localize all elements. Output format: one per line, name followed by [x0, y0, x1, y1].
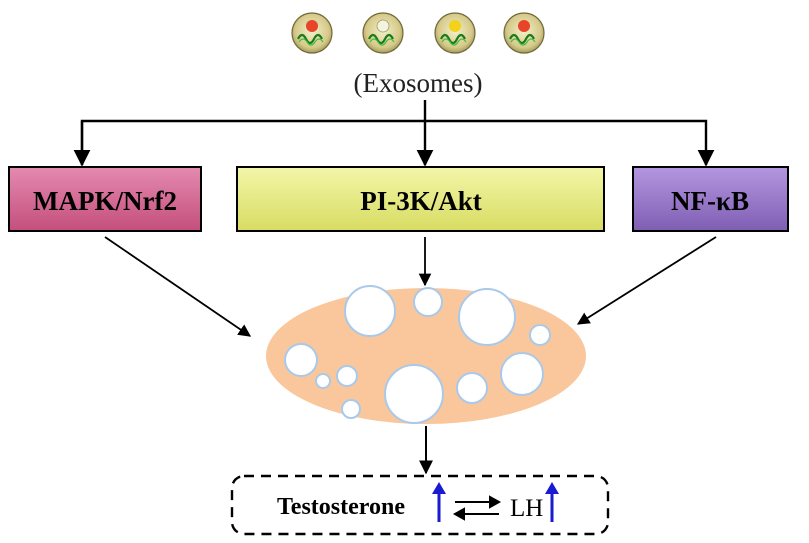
- pathway-to-cell-arrows: [104, 236, 717, 337]
- outcome-box: Testosterone LH: [230, 474, 610, 536]
- exosome-vesicle-icon: [362, 12, 404, 54]
- exosome-icons: [291, 12, 545, 54]
- pathway-label-mapk-nrf2: MAPK/Nrf2: [33, 186, 177, 216]
- exosomes-label: (Exosomes): [354, 68, 483, 98]
- pathway-label-nf-kb: NF-κB: [671, 186, 749, 216]
- pathway-box-mapk-nrf2: MAPK/Nrf2: [8, 166, 202, 232]
- pathway-box-nf-kb: NF-κB: [632, 166, 789, 232]
- exosome-vesicle-icon: [503, 12, 545, 54]
- pathway-box-pi3k-akt: PI-3K/Akt: [236, 166, 605, 232]
- exosome-vesicle-icon: [291, 12, 333, 54]
- exosome-vesicle-icon: [434, 12, 476, 54]
- arrow-right-to-cell: [576, 236, 717, 325]
- hormone-testosterone: Testosterone: [277, 494, 405, 520]
- pathway-label-pi3k-akt: PI-3K/Akt: [360, 186, 482, 216]
- lh-up-arrow-icon: [545, 482, 559, 522]
- hormone-lh: LH: [510, 495, 543, 522]
- testosterone-up-arrow-icon: [432, 482, 446, 522]
- bidirectional-arrows-icon: [452, 495, 502, 521]
- leydig-cell-icon: [266, 285, 586, 424]
- branch-right-arrow: [80, 119, 715, 167]
- arrow-left-to-cell: [104, 236, 252, 337]
- distribution-arrows: [73, 100, 715, 167]
